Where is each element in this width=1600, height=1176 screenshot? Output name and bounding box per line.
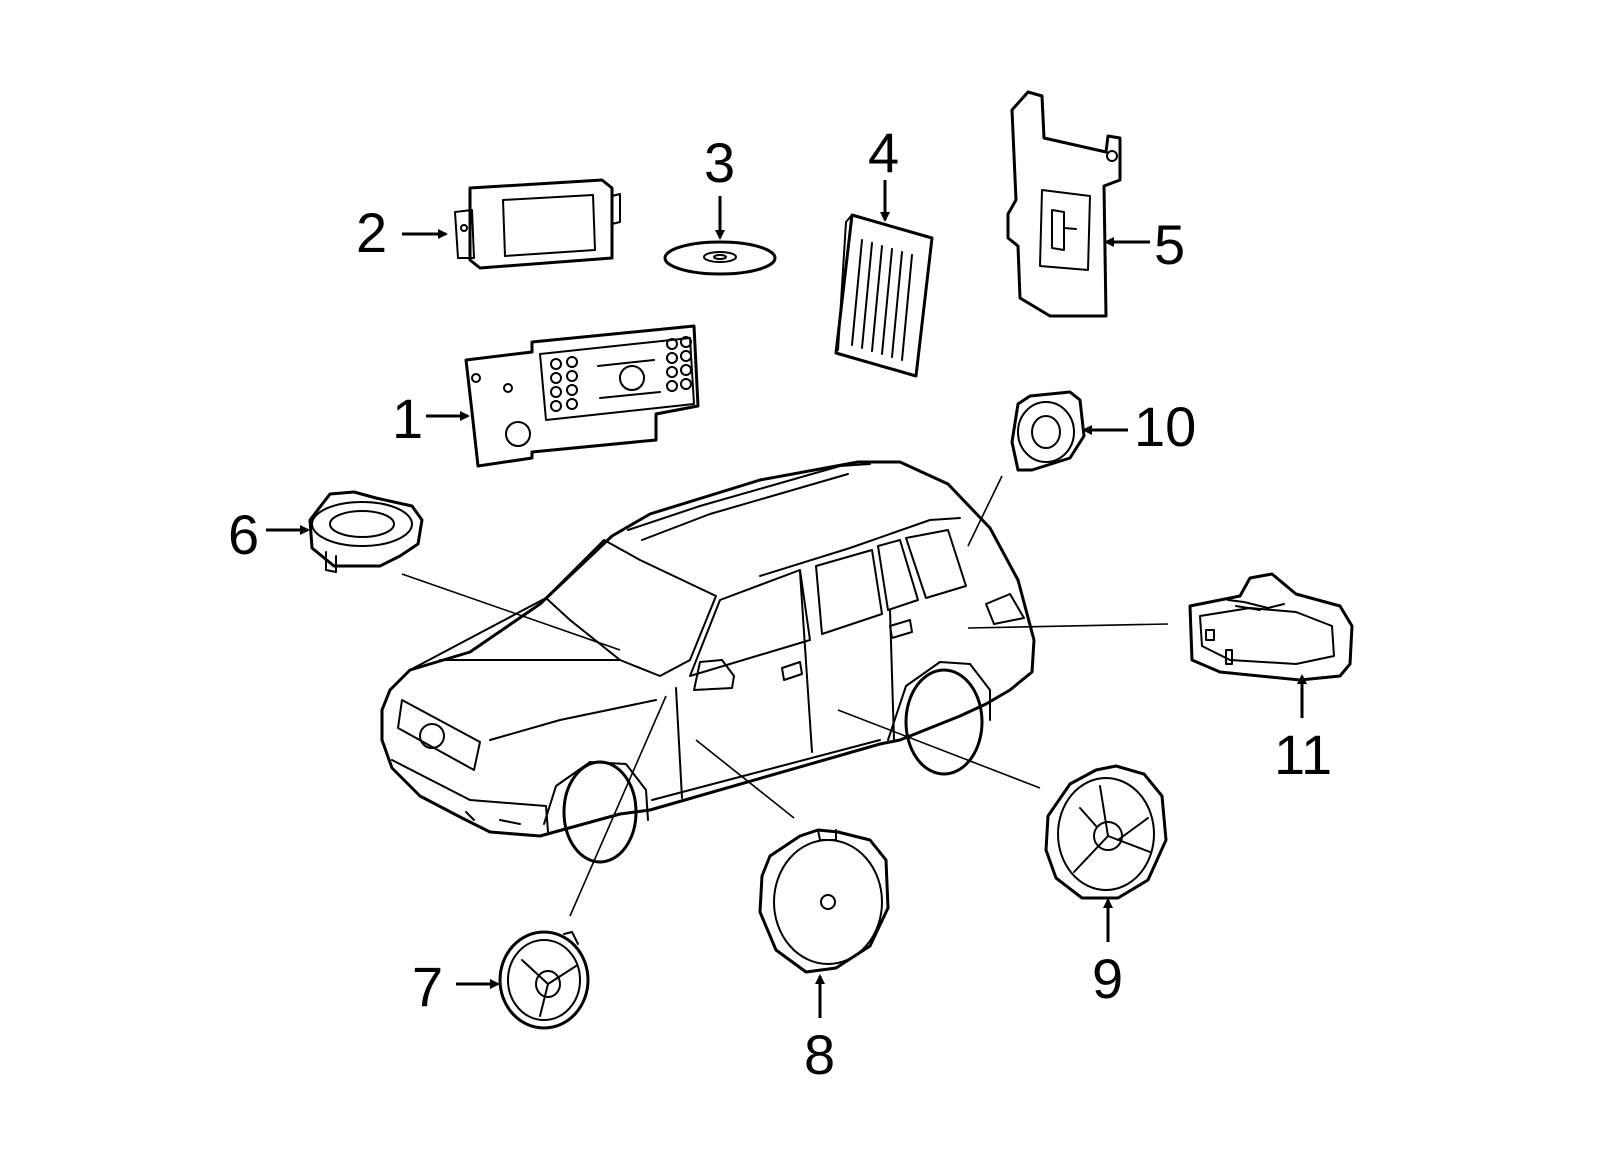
- callout-numbers: 1 2 3 4 5 6 7 8 9 10 11: [228, 121, 1332, 1086]
- callout-3: 3: [704, 131, 735, 194]
- callout-5: 5: [1154, 213, 1185, 276]
- part-7-speaker[interactable]: [498, 930, 590, 1030]
- part-5-bracket[interactable]: [1006, 90, 1122, 318]
- callout-6: 6: [228, 503, 259, 566]
- callout-8: 8: [804, 1023, 835, 1086]
- part-11-subwoofer[interactable]: [1188, 572, 1354, 682]
- part-9-speaker[interactable]: [1044, 764, 1168, 900]
- callout-1: 1: [392, 387, 423, 450]
- part-4-amplifier[interactable]: [834, 213, 934, 378]
- callout-arrows: [266, 180, 1307, 1018]
- part-10-tweeter[interactable]: [1010, 390, 1086, 472]
- callout-2: 2: [356, 201, 387, 264]
- part-1-radio-head-unit[interactable]: [464, 324, 700, 468]
- callout-9: 9: [1092, 947, 1123, 1010]
- part-3-disc[interactable]: [663, 240, 777, 276]
- part-6-speaker[interactable]: [308, 490, 424, 573]
- callout-10: 10: [1134, 395, 1196, 458]
- callout-4: 4: [868, 121, 899, 184]
- callout-7: 7: [412, 955, 443, 1018]
- leader-lines: [401, 475, 1169, 917]
- part-8-door-speaker[interactable]: [758, 828, 890, 974]
- vehicle-outline: [380, 460, 1036, 864]
- callout-11: 11: [1274, 723, 1332, 786]
- part-2-display-unit[interactable]: [454, 178, 621, 270]
